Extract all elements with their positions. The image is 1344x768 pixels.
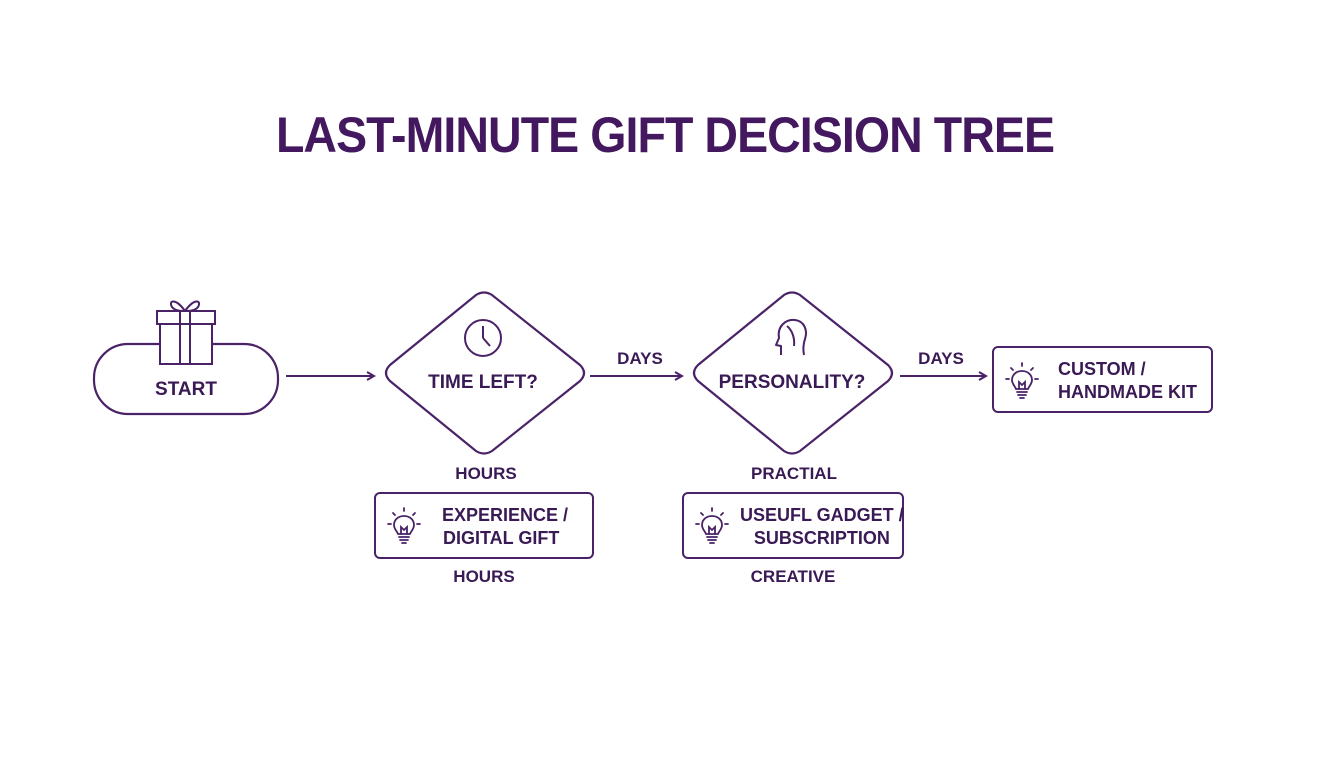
outcome-experience-text: EXPERIENCE / DIGITAL GIFT: [442, 504, 568, 550]
start-label: START: [155, 379, 217, 400]
personality-label: PERSONALITY?: [718, 372, 866, 393]
head-profile-icon: [775, 318, 807, 356]
edge-label-hours-top: HOURS: [455, 464, 517, 483]
outcome-gadget-text: USEUFL GADGET / SUBSCRIPTION: [740, 504, 904, 550]
edge-label-hours-bottom: HOURS: [453, 567, 515, 586]
gift-icon: [156, 300, 216, 365]
outcome-custom-line2: HANDMADE KIT: [1058, 382, 1197, 402]
outcome-gadget-line1: USEUFL GADGET /: [740, 505, 904, 525]
time-left-label: TIME LEFT?: [428, 372, 538, 393]
personality-diamond: [692, 291, 894, 455]
edge-label-days-2: DAYS: [918, 349, 964, 368]
outcome-experience-line1: EXPERIENCE /: [442, 505, 569, 525]
time-left-diamond: [384, 291, 586, 455]
outcome-experience-digital-gift: EXPERIENCE / DIGITAL GIFT: [374, 492, 594, 559]
lightbulb-icon: [695, 507, 729, 544]
outcome-custom-line1: CUSTOM /: [1058, 359, 1146, 379]
outcome-gadget-line2: SUBSCRIPTION: [753, 528, 890, 548]
clock-icon: [464, 319, 502, 357]
outcome-gadget-subscription: USEUFL GADGET / SUBSCRIPTION: [682, 492, 904, 559]
lightbulb-icon: [1005, 362, 1039, 399]
outcome-custom-handmade-kit: CUSTOM / HANDMADE KIT: [992, 346, 1213, 413]
lightbulb-icon: [387, 507, 421, 544]
diagram-title: LAST-MINUTE GIFT DECISION TREE: [275, 107, 1055, 163]
edge-label-creative: CREATIVE: [750, 567, 836, 586]
edge-label-practical: PRACTIAL: [751, 464, 837, 483]
outcome-experience-line2: DIGITAL GIFT: [443, 528, 560, 548]
outcome-custom-text: CUSTOM / HANDMADE KIT: [1058, 358, 1197, 404]
edge-label-days-1: DAYS: [617, 349, 663, 368]
